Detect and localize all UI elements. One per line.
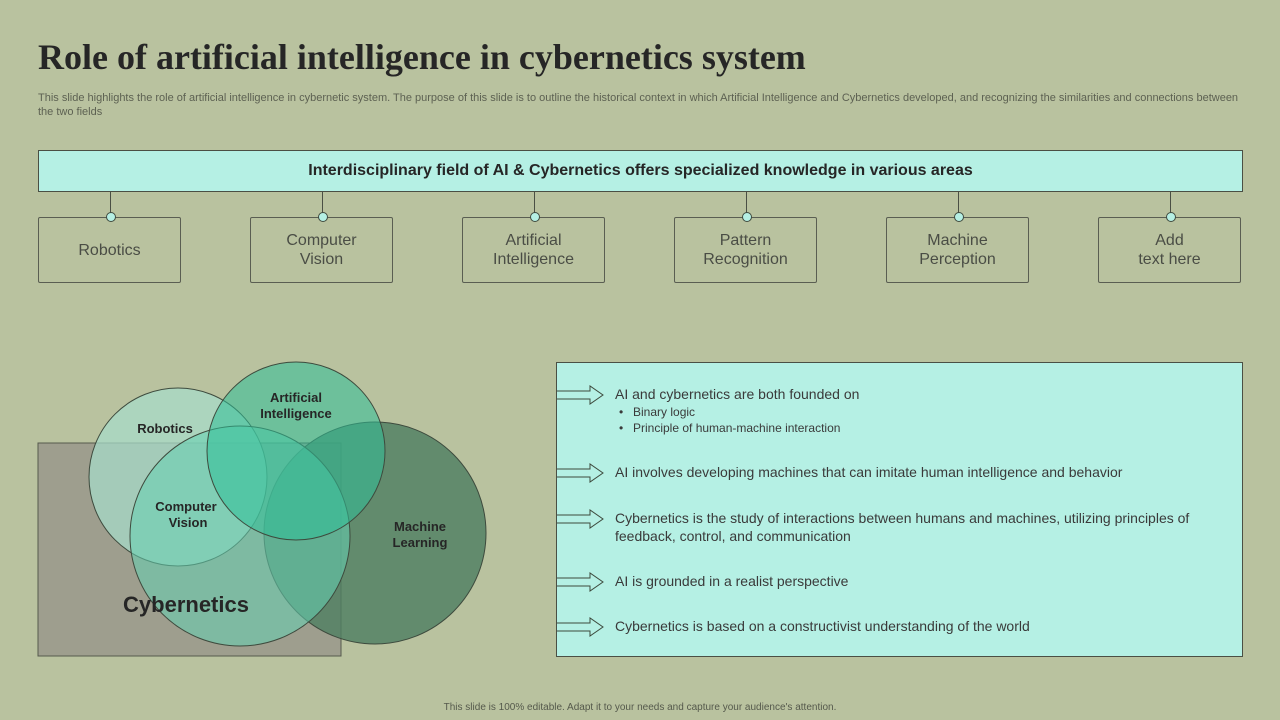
page-subtitle: This slide highlights the role of artifi… xyxy=(38,92,1239,118)
venn-label-ai-line1: Artificial xyxy=(270,390,322,405)
connector-dot xyxy=(742,212,752,222)
venn-label-ml-line2: Learning xyxy=(393,535,448,550)
connector-dot xyxy=(530,212,540,222)
info-item-text: AI and cybernetics are both founded on xyxy=(615,386,860,402)
venn-label-cv-line2: Vision xyxy=(169,515,208,530)
venn-label-ml-line1: Machine xyxy=(394,519,446,534)
venn-label-cybernetics: Cybernetics xyxy=(123,592,249,617)
page-title: Role of artificial intelligence in cyber… xyxy=(38,37,806,77)
arrow-icon xyxy=(557,509,604,529)
venn-label-ai-line2: Intelligence xyxy=(260,406,332,421)
connector-dot xyxy=(1166,212,1176,222)
connector-line xyxy=(110,191,111,213)
connector-dot xyxy=(954,212,964,222)
arrow-icon xyxy=(557,385,604,405)
bullet-item: Binary logic xyxy=(619,404,1225,420)
banner-text: Interdisciplinary field of AI & Cybernet… xyxy=(308,162,973,179)
connector-line xyxy=(746,191,747,213)
banner: Interdisciplinary field of AI & Cybernet… xyxy=(38,150,1243,192)
footer-note: This slide is 100% editable. Adapt it to… xyxy=(443,702,837,713)
arrow-icon xyxy=(557,617,604,637)
arrow-icon xyxy=(557,572,604,592)
area-box-add-text: Add text here xyxy=(1098,217,1241,283)
connector-line xyxy=(534,191,535,213)
venn-label-cv-line1: Computer xyxy=(155,499,216,514)
bullet-item: Principle of human-machine interaction xyxy=(619,420,1225,436)
connector-dot xyxy=(106,212,116,222)
info-item-text: AI involves developing machines that can… xyxy=(615,464,1123,480)
info-item-text: AI is grounded in a realist perspective xyxy=(615,573,849,589)
info-panel: AI and cybernetics are both founded on B… xyxy=(556,362,1243,657)
area-box-machine-perception: Machine Perception xyxy=(886,217,1029,283)
connector-line xyxy=(1170,191,1171,213)
artificial-intelligence-circle xyxy=(206,361,386,541)
connector-line xyxy=(322,191,323,213)
venn-diagram: Robotics Artificial Intelligence Compute… xyxy=(37,361,487,657)
venn-label-robotics: Robotics xyxy=(137,421,193,436)
area-box-robotics: Robotics xyxy=(38,217,181,283)
connector-dot xyxy=(318,212,328,222)
info-item-text: Cybernetics is based on a constructivist… xyxy=(615,618,1030,634)
arrow-icon xyxy=(557,463,604,483)
connector-line xyxy=(958,191,959,213)
area-box-artificial-intelligence: Artificial Intelligence xyxy=(462,217,605,283)
info-bullets: Binary logic Principle of human-machine … xyxy=(615,404,1225,436)
area-box-pattern-recognition: Pattern Recognition xyxy=(674,217,817,283)
area-box-computer-vision: Computer Vision xyxy=(250,217,393,283)
info-item-text: Cybernetics is the study of interactions… xyxy=(615,510,1190,544)
